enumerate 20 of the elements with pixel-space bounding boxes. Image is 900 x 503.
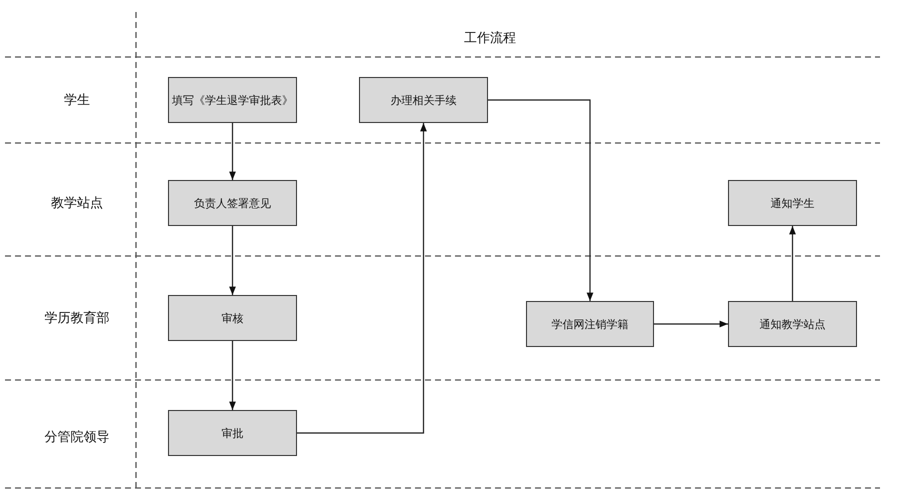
arrow bbox=[789, 226, 796, 301]
process-box: 审核 bbox=[168, 295, 297, 341]
process-box: 通知学生 bbox=[728, 180, 857, 226]
arrow bbox=[229, 226, 236, 295]
lane-label: 学生 bbox=[64, 92, 90, 109]
process-box: 负责人签署意见 bbox=[168, 180, 297, 226]
arrow bbox=[297, 123, 427, 434]
lane-label: 分管院领导 bbox=[44, 429, 110, 446]
process-box: 填写《学生退学审批表》 bbox=[168, 77, 297, 123]
arrow bbox=[229, 123, 236, 180]
process-box: 学信网注销学籍 bbox=[526, 301, 654, 347]
lane-label: 教学站点 bbox=[51, 195, 103, 212]
arrow bbox=[488, 99, 594, 301]
lane-label: 学历教育部 bbox=[44, 310, 110, 327]
process-box: 办理相关手续 bbox=[359, 77, 488, 123]
arrow bbox=[654, 320, 728, 328]
diagram-title: 工作流程 bbox=[464, 30, 516, 47]
process-box: 通知教学站点 bbox=[728, 301, 857, 347]
arrow bbox=[229, 341, 236, 410]
process-box: 审批 bbox=[168, 410, 297, 456]
